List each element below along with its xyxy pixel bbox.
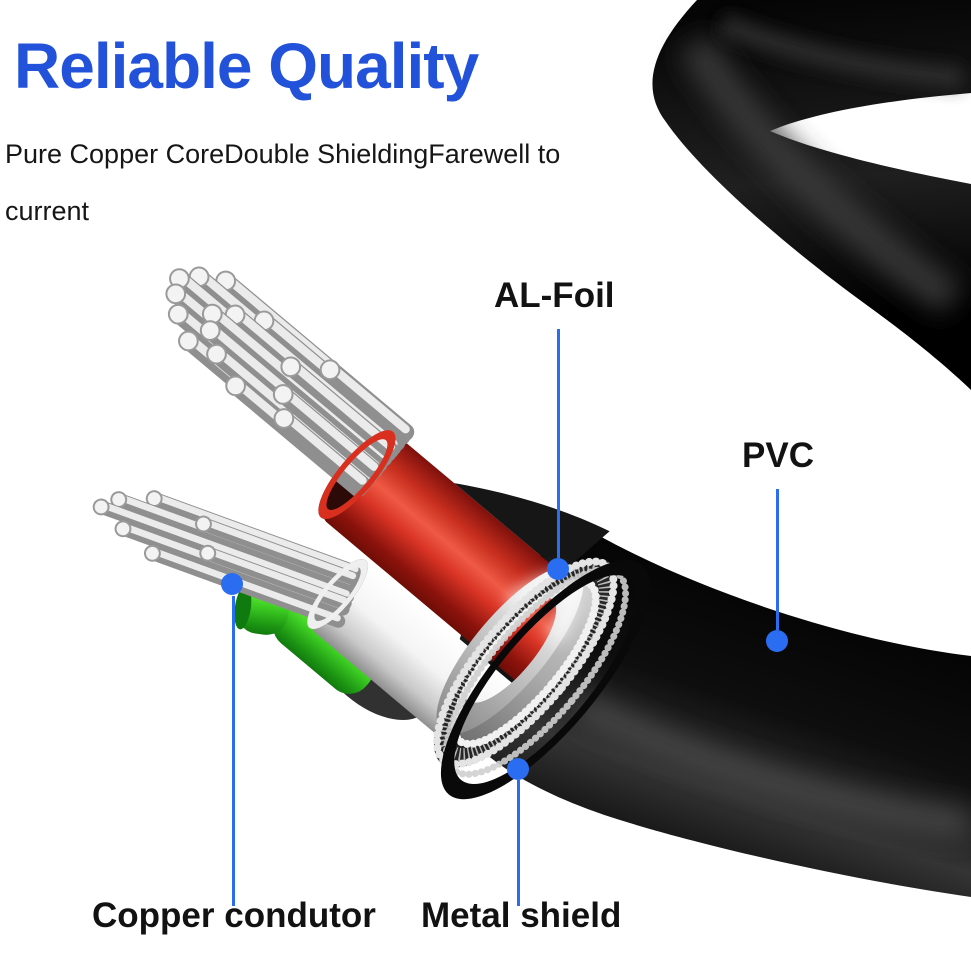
al-foil-leader-line — [557, 329, 560, 558]
label-al-foil: AL-Foil — [494, 276, 615, 315]
pvc-leader-line — [776, 489, 779, 630]
label-copper-conductor: Copper condutor — [92, 896, 376, 935]
metal-shield-leader-dot — [507, 758, 529, 780]
wrap-shadow-wedge — [454, 483, 610, 574]
copper-conductor-leader-line — [232, 596, 235, 906]
label-pvc: PVC — [742, 436, 814, 475]
copper-strands-lower — [92, 490, 363, 628]
metal-shield-leader-line — [517, 780, 520, 906]
subtitle: Pure Copper CoreDouble ShieldingFarewell… — [5, 139, 561, 226]
page-title: Reliable Quality — [14, 30, 479, 102]
copper-conductor-leader-dot — [221, 573, 243, 595]
label-metal-shield: Metal shield — [421, 896, 622, 935]
copper-strands-upper — [165, 266, 415, 498]
al-foil-leader-dot — [547, 558, 569, 580]
cable-loop — [652, 0, 971, 390]
pvc-leader-dot — [766, 630, 788, 652]
cable-cross-section — [92, 266, 650, 800]
